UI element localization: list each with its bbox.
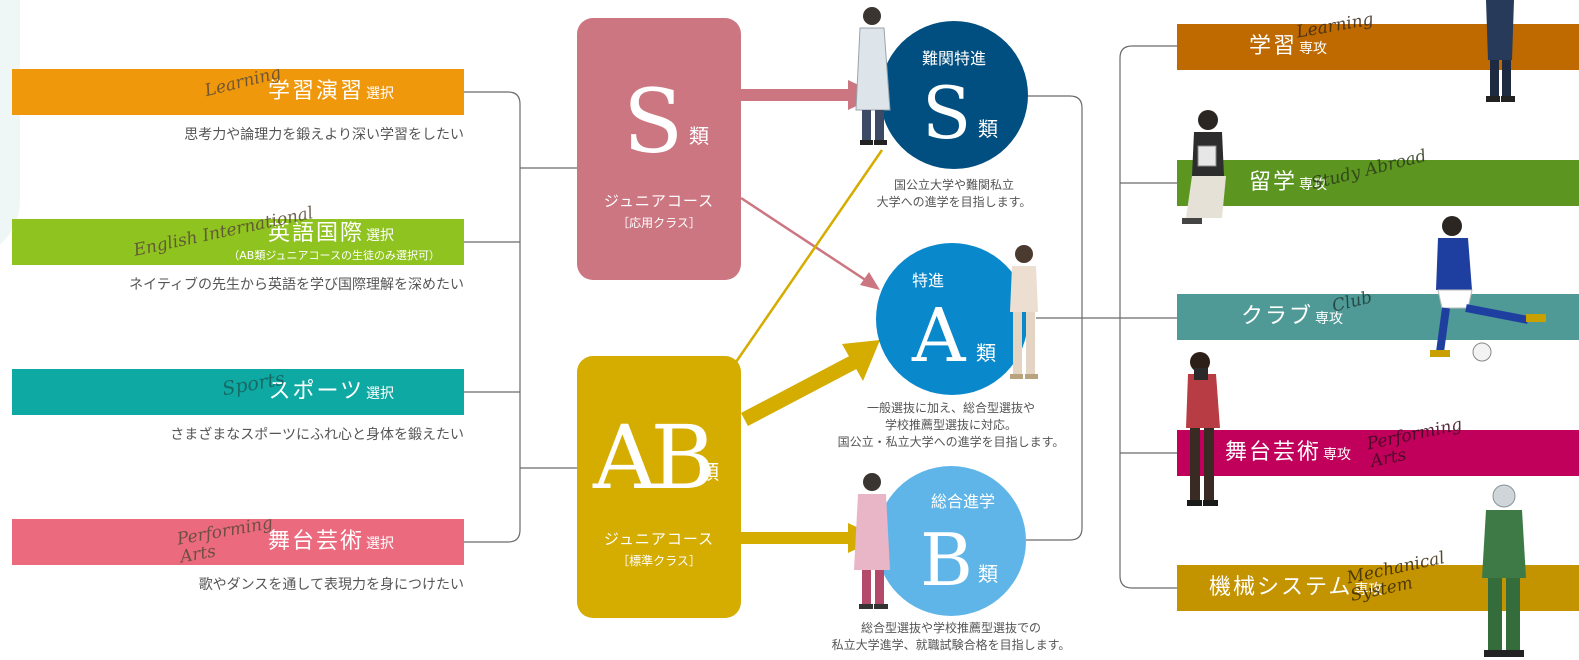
desc-line: 国公立・私立大学への進学を目指します。 — [837, 435, 1065, 449]
line-ab-to-s — [734, 149, 884, 363]
elective-name: スポーツ — [268, 379, 364, 404]
right-bracket-lines — [1026, 45, 1177, 589]
student-illustration-suit — [1486, 0, 1515, 102]
junior-ab-rui: 類 — [699, 460, 719, 484]
major-name: クラブ — [1241, 304, 1314, 329]
elective-name: 学習演習 — [267, 79, 364, 104]
major-name: 舞台芸術 — [1225, 440, 1322, 465]
elective-name: 舞台芸術 — [267, 529, 364, 554]
senior-a-circle: 特進 A 類 — [876, 243, 1028, 395]
elective-desc-sports: さまざまなスポーツにふれ心と身体を鍛えたい — [170, 427, 464, 443]
student-illustration-mechanic — [1482, 484, 1526, 657]
student-illustration-casual — [854, 473, 890, 609]
desc-line: 一般選抜に加え、総合型選抜や — [866, 401, 1035, 415]
senior-a-letter: A — [912, 293, 966, 379]
junior-ab-course: ジュニアコース — [603, 530, 715, 548]
major-suffix: 専攻 — [1323, 447, 1352, 463]
student-illustration-soccer — [1430, 216, 1546, 362]
elective-suffix: 選択 — [366, 86, 394, 102]
senior-s-rui: 類 — [978, 117, 998, 141]
senior-b-circle: 総合進学 B 類 — [876, 466, 1026, 616]
desc-line: 国公立大学や難関私立 — [893, 178, 1014, 192]
junior-ab-box: AB 類 ジュニアコース ［標準クラス］ — [577, 356, 741, 618]
student-illustration-labcoat — [855, 7, 891, 145]
senior-a-desc: 一般選抜に加え、総合型選抜や 学校推薦型選抜に対応。 国公立・私立大学への進学を… — [820, 400, 1082, 451]
senior-a-rui: 類 — [976, 341, 996, 365]
junior-ab-class: ［標準クラス］ — [617, 554, 701, 568]
student-illustration-singer — [1186, 352, 1220, 506]
elective-band-english: 英語国際選択 （AB類ジュニアコースの生徒のみ選択可） — [12, 219, 464, 265]
senior-s-desc: 国公立大学や難関私立 大学への進学を目指します。 — [830, 177, 1078, 211]
elective-suffix: 選択 — [366, 386, 394, 402]
major-suffix: 専攻 — [1354, 582, 1383, 598]
student-illustration-reading — [1182, 110, 1226, 224]
junior-s-rui: 類 — [689, 124, 709, 148]
major-band-performing: 舞台芸術専攻 — [1177, 430, 1579, 476]
elective-desc-learning: 思考力や論理力を鍛えより深い学習をしたい — [184, 127, 464, 143]
student-illustration-standing — [1010, 245, 1038, 379]
senior-b-desc: 総合型選抜や学校推薦型選抜での 私立大学進学、就職試験合格を目指します。 — [800, 620, 1102, 654]
elective-suffix: 選択 — [366, 536, 394, 552]
major-suffix: 専攻 — [1315, 311, 1344, 327]
junior-s-letter: S — [623, 70, 684, 173]
senior-s-circle: 難関特進 S 類 — [880, 21, 1028, 169]
major-suffix: 専攻 — [1299, 177, 1328, 193]
senior-s-top: 難関特進 — [921, 49, 986, 68]
elective-band-sports: スポーツ選択 — [12, 369, 464, 415]
desc-line: 私立大学進学、就職試験合格を目指します。 — [831, 638, 1071, 652]
senior-a-top: 特進 — [911, 271, 944, 290]
desc-line: 大学への進学を目指します。 — [876, 195, 1032, 209]
junior-s-box: S 類 ジュニアコース ［応用クラス］ — [577, 18, 741, 280]
senior-b-top: 総合進学 — [930, 492, 995, 511]
elective-desc-english: ネイティブの先生から英語を学び国際理解を深めたい — [129, 277, 464, 293]
major-band-abroad: 留学専攻 — [1177, 160, 1579, 206]
elective-suffix: 選択 — [366, 228, 394, 244]
major-name: 学習 — [1249, 34, 1298, 59]
junior-s-class: ［応用クラス］ — [617, 216, 701, 230]
elective-band-performing: 舞台芸術選択 — [12, 519, 464, 565]
elective-desc-performing: 歌やダンスを通して表現力を身につけたい — [198, 577, 464, 593]
desc-line: 学校推薦型選抜に対応。 — [884, 418, 1017, 432]
senior-s-letter: S — [922, 71, 972, 155]
major-suffix: 専攻 — [1299, 41, 1328, 57]
junior-s-course: ジュニアコース — [603, 192, 715, 210]
arrow-ab-to-a — [741, 340, 880, 426]
major-name: 機械システム — [1209, 575, 1353, 600]
major-name: 留学 — [1249, 170, 1298, 195]
elective-band-learning: 学習演習選択 — [12, 69, 464, 115]
junior-ab-letter: AB — [593, 406, 715, 509]
background-arc — [0, 0, 20, 260]
senior-b-rui: 類 — [978, 562, 998, 586]
elective-name: 英語国際 — [267, 221, 364, 246]
elective-note: （AB類ジュニアコースの生徒のみ選択可） — [228, 249, 440, 262]
arrow-s-to-a — [740, 196, 880, 290]
left-bracket-lines — [464, 91, 577, 543]
desc-line: 総合型選抜や学校推薦型選抜での — [860, 621, 1041, 635]
senior-b-letter: B — [920, 518, 973, 602]
